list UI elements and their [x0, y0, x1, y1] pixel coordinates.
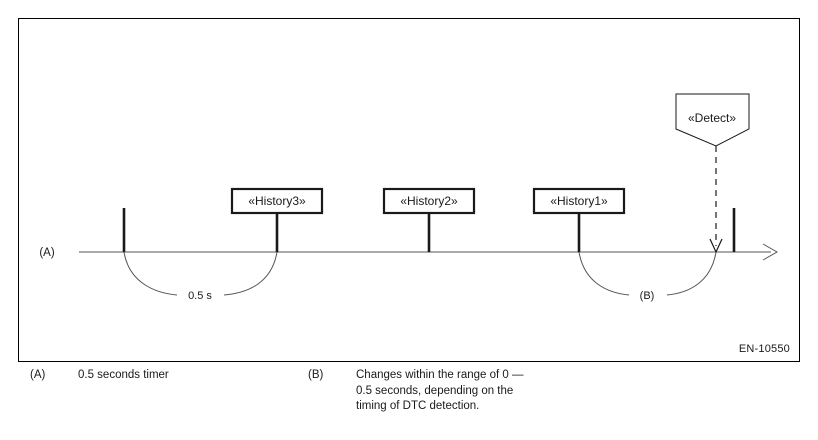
caption-list: (A) 0.5 seconds timer (B) Changes within… [18, 368, 800, 434]
arc-05s-left [123, 251, 178, 296]
arc-05s-right [223, 251, 278, 296]
arc-b-right [666, 251, 717, 296]
detect-pentagon[interactable] [675, 93, 750, 147]
timeline-arrowhead [762, 243, 779, 261]
figure-frame: (A) «History3» «History2» «History1» «De… [18, 18, 800, 362]
node-box-history1[interactable] [532, 187, 626, 215]
arc-b-left [578, 251, 630, 296]
node-box-history2[interactable] [382, 187, 476, 215]
caption-b-text: Changes within the range of 0 — 0.5 seco… [356, 369, 524, 412]
axis-label-a: (A) [39, 247, 55, 259]
caption-b-tag: (B) [308, 369, 324, 381]
timeline-diagram: (A) «History3» «History2» «History1» «De… [39, 93, 779, 302]
figure-code: EN-10550 [738, 343, 790, 355]
node-label-history2: «History2» [400, 194, 458, 208]
node-box-history3[interactable] [230, 187, 324, 215]
caption-a-tag: (A) [30, 369, 46, 381]
caption-a-text: 0.5 seconds timer [78, 369, 169, 381]
detect-label: «Detect» [688, 111, 736, 125]
arc-label-b: (B) [640, 290, 655, 302]
arc-label-05s: 0.5 s [188, 290, 212, 302]
node-label-history3: «History3» [248, 194, 306, 208]
node-label-history1: «History1» [550, 194, 608, 208]
caption-b: (B) Changes within the range of 0 — 0.5 … [308, 368, 638, 415]
caption-a: (A) 0.5 seconds timer [30, 368, 290, 384]
